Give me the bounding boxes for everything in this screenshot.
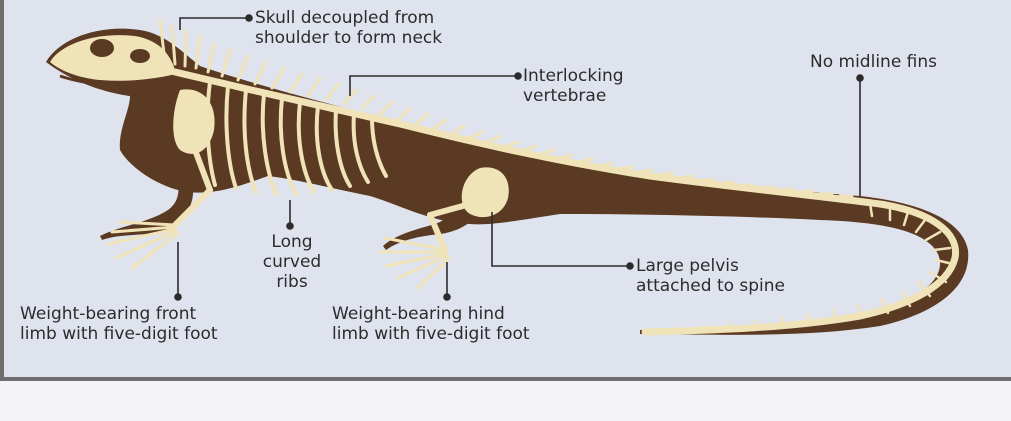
eye-socket (90, 39, 114, 57)
leader-ribs-dot (287, 223, 293, 229)
leader-hind-limb-dot (444, 294, 450, 300)
pelvis-label: Large pelvis attached to spine (636, 256, 785, 296)
hind-limb-label-line1: Weight-bearing hind (332, 304, 530, 324)
ribs-label-line2: curved (248, 252, 336, 272)
vertebrae-label-line1: Interlocking (523, 66, 624, 86)
leader-fins-dot (857, 75, 863, 81)
skull-label: Skull decoupled from shoulder to form ne… (255, 8, 442, 48)
vertebrae-label-line2: vertebrae (523, 86, 624, 106)
vertebrae-label: Interlocking vertebrae (523, 66, 624, 106)
front-limb-label-line2: limb with five-digit foot (20, 324, 218, 344)
skull-label-line2: shoulder to form neck (255, 28, 442, 48)
front-limb-label: Weight-bearing front limb with five-digi… (20, 304, 218, 344)
fins-label: No midline fins (810, 52, 937, 72)
temporal-opening (130, 49, 150, 63)
pelvis-label-line2: attached to spine (636, 276, 785, 296)
leader-pelvis-dot (627, 263, 633, 269)
leader-skull (180, 18, 247, 30)
hind-limb-label: Weight-bearing hind limb with five-digit… (332, 304, 530, 344)
skull-label-line1: Skull decoupled from (255, 8, 442, 28)
front-limb-label-line1: Weight-bearing front (20, 304, 218, 324)
leader-vertebrae-dot (515, 73, 521, 79)
pelvis-label-line1: Large pelvis (636, 256, 785, 276)
leader-vertebrae (350, 76, 517, 96)
ribs-label-line1: Long (248, 232, 336, 252)
fins-label-text: No midline fins (810, 52, 937, 72)
ribs-label-line3: ribs (248, 272, 336, 292)
ribs-label: Long curved ribs (248, 232, 336, 292)
leader-front-limb-dot (175, 294, 181, 300)
leader-skull-dot (246, 15, 252, 21)
hind-limb-label-line2: limb with five-digit foot (332, 324, 530, 344)
